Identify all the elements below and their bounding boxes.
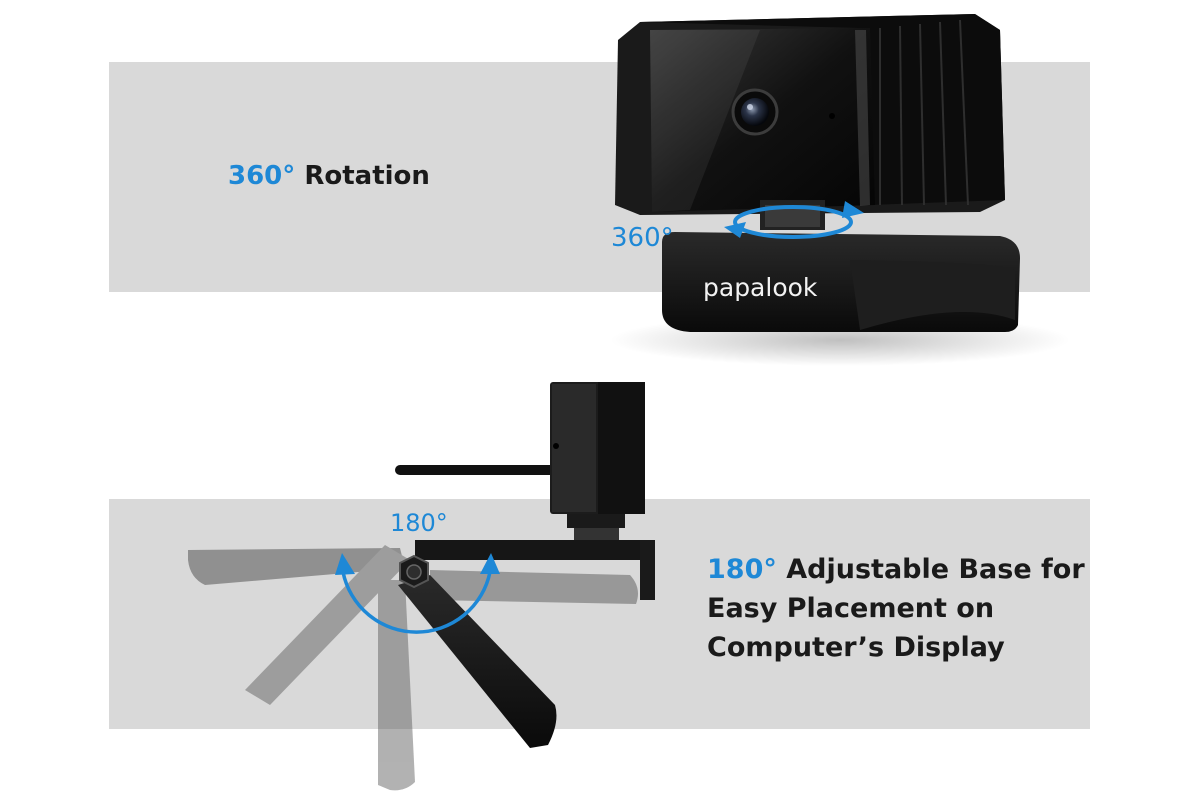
rotation-angle: 360°: [228, 161, 296, 191]
brand-logo: papalook: [703, 273, 818, 302]
base-callout: 180°: [390, 509, 448, 537]
base-caption-line-3: Computer’s Display: [707, 632, 1005, 663]
base-caption-line-1: 180° Adjustable Base for: [707, 550, 1087, 589]
hex-hinge-icon: [399, 554, 429, 589]
webcam-top-view: papalook 360°: [610, 14, 1070, 366]
base-angle: 180°: [707, 554, 777, 585]
webcam-side-view: 180°: [188, 382, 655, 791]
base-caption-line-1-text: Adjustable Base for: [786, 554, 1085, 585]
rotation-label: Rotation: [304, 161, 430, 191]
rotation-caption: 360° Rotation: [228, 158, 430, 194]
base-caption-line-2: Easy Placement on: [707, 593, 995, 624]
arc-double-arrow-icon: [335, 553, 500, 634]
rotation-callout: 360°: [611, 223, 674, 253]
base-caption: 180° Adjustable Base for Easy Placement …: [707, 550, 1087, 667]
circular-arrow-icon: [724, 201, 864, 239]
